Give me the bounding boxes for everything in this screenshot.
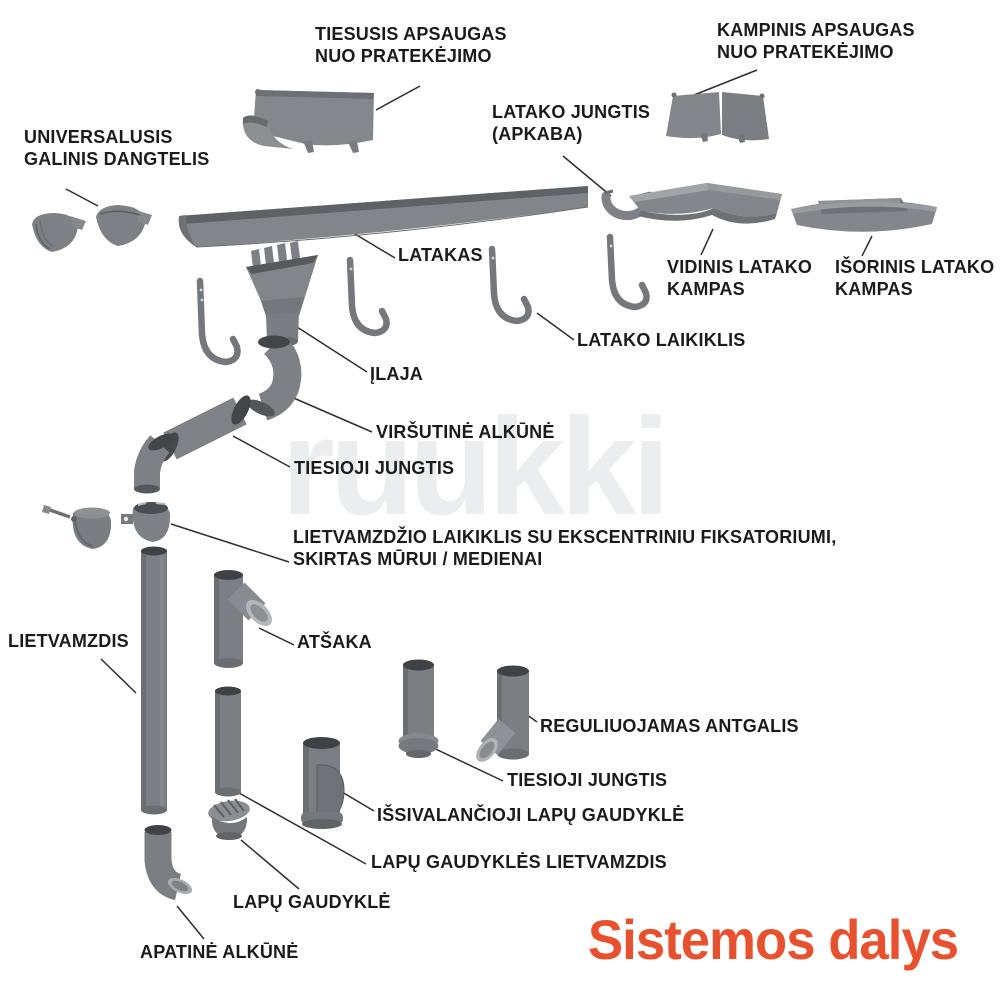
- label-line: ĮLAJA: [370, 364, 424, 384]
- tiesusis-apsaugas-part: [242, 89, 374, 153]
- galinis-dangtelis-part: [32, 205, 152, 252]
- label-line: LAPŲ GAUDYKLĖS LIETVAMZDIS: [371, 852, 667, 872]
- label-line: LIETVAMZDIS: [8, 631, 129, 651]
- label-line: IŠORINIS LATAKO: [835, 257, 995, 277]
- virsutine-alkune-part: [247, 334, 302, 421]
- label-reguliuojamas-antgalis: REGULIUOJAMAS ANTGALIS: [540, 715, 799, 737]
- label-lietvamzdis: LIETVAMZDIS: [8, 630, 129, 652]
- label-line: UNIVERSALUSIS: [24, 127, 173, 147]
- label-line: NUO PRATEKĖJIMO: [315, 46, 492, 66]
- label-line: TIESIOJI JUNGTIS: [507, 770, 668, 790]
- label-issivalancioji-gaudykle: IŠSIVALANČIOJI LAPŲ GAUDYKLĖ: [377, 804, 684, 826]
- label-line: VIRŠUTINĖ ALKŪNĖ: [376, 422, 555, 442]
- label-line: REGULIUOJAMAS ANTGALIS: [540, 716, 799, 736]
- lapu-gaudykle-part: [208, 798, 250, 840]
- atsaka-part: [214, 570, 272, 668]
- label-line: LATAKAS: [398, 245, 483, 265]
- label-line: APATINĖ ALKŪNĖ: [140, 942, 299, 962]
- label-virsutine-alkune: VIRŠUTINĖ ALKŪNĖ: [376, 421, 555, 443]
- label-vidinis-kampas: VIDINIS LATAKO KAMPAS: [667, 256, 812, 300]
- label-gaudykles-lietvamzdis: LAPŲ GAUDYKLĖS LIETVAMZDIS: [371, 851, 667, 873]
- label-isorinis-kampas: IŠORINIS LATAKO KAMPAS: [835, 256, 994, 300]
- label-lapu-gaudykle: LAPŲ GAUDYKLĖ: [233, 891, 391, 913]
- label-line: KAMPINIS APSAUGAS: [717, 20, 915, 40]
- kampinis-apsaugas-part: [666, 92, 769, 143]
- label-tiesusis-apsaugas: TIESUSIS APSAUGAS NUO PRATEKĖJIMO: [315, 23, 507, 67]
- leader-lines: [65, 69, 873, 940]
- label-kampinis-apsaugas: KAMPINIS APSAUGAS NUO PRATEKĖJIMO: [717, 19, 915, 63]
- label-line: LATAKO LAIKIKLIS: [577, 330, 746, 350]
- page-title: Sistemos dalys: [588, 908, 959, 971]
- apatine-alkune-part: [144, 825, 193, 901]
- issivalancioji-gaudykle-part: [301, 737, 345, 829]
- latako-laikiklis-part: [196, 233, 650, 366]
- label-line: KAMPAS: [835, 279, 913, 299]
- latakas-part: [178, 186, 589, 248]
- label-line: ATŠAKA: [297, 632, 372, 652]
- vidinis-kampas-part: [629, 183, 782, 224]
- reguliuojamas-antgalis-part: [476, 665, 529, 762]
- gaudykles-lietvamzdis-part: [215, 686, 241, 797]
- lietvamzdis-part: [141, 546, 167, 815]
- label-lietvamzdzio-laikiklis: LIETVAMZDŽIO LAIKIKLIS SU EKSCENTRINIU F…: [293, 526, 836, 570]
- label-ilaja: ĮLAJA: [370, 363, 423, 385]
- isorinis-kampas-part: [791, 198, 937, 232]
- label-latakas: LATAKAS: [398, 244, 483, 266]
- tiesioji-jungtis-apacioje-part: [398, 659, 439, 758]
- label-tiesioji-jungtis-virsuje: TIESIOJI JUNGTIS: [294, 457, 454, 479]
- label-line: LIETVAMZDŽIO LAIKIKLIS SU EKSCENTRINIU F…: [293, 527, 837, 547]
- label-tiesioji-jungtis-apacioje: TIESIOJI JUNGTIS: [507, 769, 667, 791]
- label-line: NUO PRATEKĖJIMO: [717, 42, 894, 62]
- label-latako-laikiklis: LATAKO LAIKIKLIS: [577, 329, 746, 351]
- label-line: (APKABA): [492, 124, 583, 144]
- lietvamzdzio-laikiklis-part: [121, 502, 171, 542]
- laikiklio-fiksatorius-part: [42, 505, 112, 549]
- label-universalus-dangtelis: UNIVERSALUSIS GALINIS DANGTELIS: [24, 126, 209, 170]
- label-line: LATAKO JUNGTIS: [492, 102, 651, 122]
- label-apatine-alkune: APATINĖ ALKŪNĖ: [140, 941, 298, 963]
- ilaja-part: [246, 241, 318, 347]
- label-atsaka: ATŠAKA: [297, 631, 372, 653]
- tiesioji-jungtis-virsuje-part: [159, 395, 251, 462]
- label-line: TIESUSIS APSAUGAS: [315, 24, 507, 44]
- label-line: IŠSIVALANČIOJI LAPŲ GAUDYKLĖ: [377, 805, 685, 825]
- alkune-part: [134, 433, 174, 494]
- label-line: TIESIOJI JUNGTIS: [294, 458, 455, 478]
- label-line: GALINIS DANGTELIS: [24, 149, 210, 169]
- label-line: SKIRTAS MŪRUI / MEDIENAI: [293, 549, 543, 569]
- label-latako-jungtis: LATAKO JUNGTIS (APKABA): [492, 101, 650, 145]
- label-line: VIDINIS LATAKO: [667, 257, 813, 277]
- label-line: KAMPAS: [667, 279, 745, 299]
- label-line: LAPŲ GAUDYKLĖ: [233, 892, 391, 912]
